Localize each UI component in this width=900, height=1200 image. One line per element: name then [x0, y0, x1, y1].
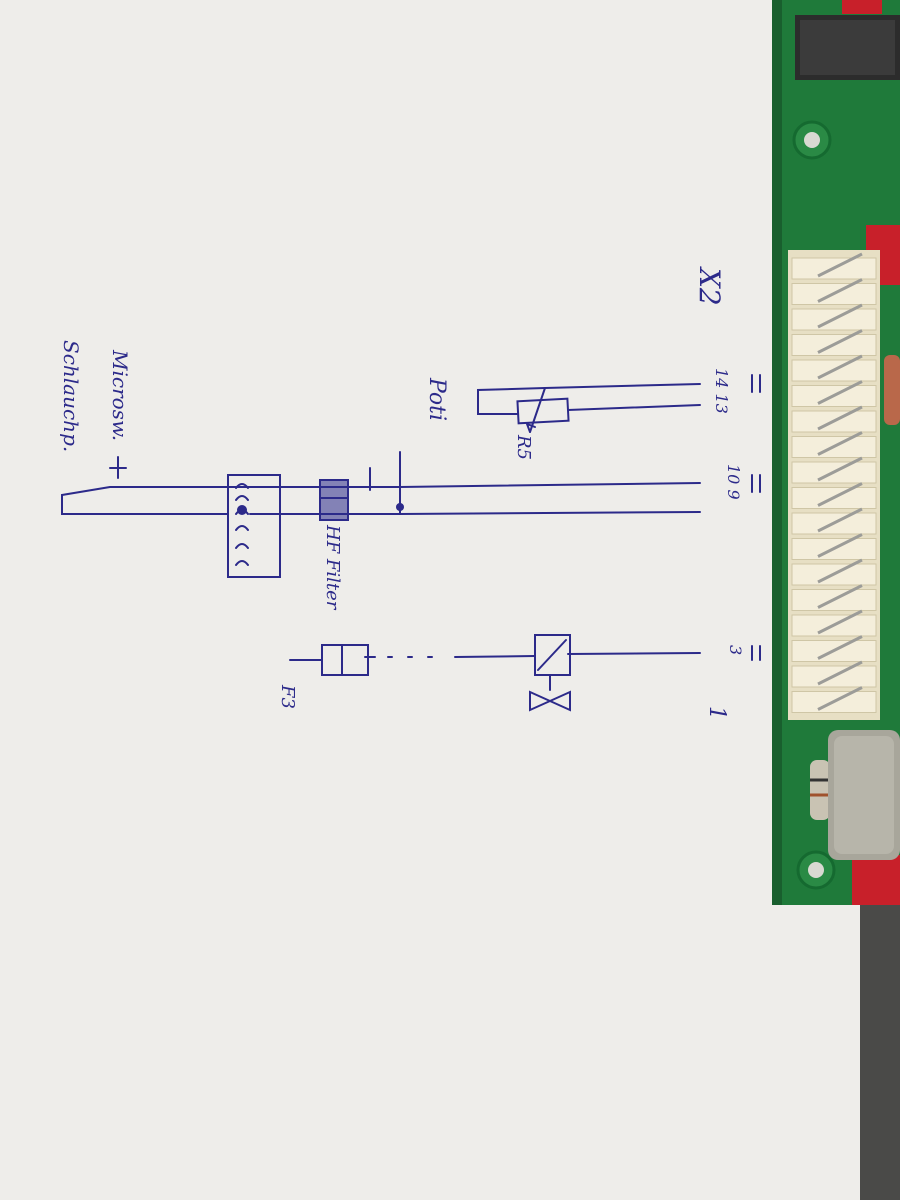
label-pins-mid: 10 9	[724, 464, 743, 500]
pin-lead	[817, 584, 863, 609]
pin-lead	[817, 635, 863, 660]
pin-lead	[817, 329, 863, 354]
pin-lead	[817, 431, 863, 456]
pin-lead	[817, 533, 863, 558]
pin-lead	[817, 558, 863, 584]
schematic-labels: X2 14 13 10 9 3 1 R5 Poti HF Filter F3 M…	[59, 266, 745, 720]
pin-lead	[817, 303, 863, 329]
label-pins-top: 14 13	[712, 368, 731, 414]
label-pin-3: 3	[726, 645, 745, 655]
pin-lead	[817, 252, 863, 278]
hf-filter	[319, 479, 349, 521]
edge-connector	[788, 250, 880, 720]
schematic-drawing	[61, 374, 761, 712]
pin-lead	[817, 380, 863, 405]
pin-lead	[817, 507, 863, 533]
label-connector: X2	[693, 266, 726, 306]
pin-lead	[817, 686, 863, 711]
label-micro-line2: Schlauchp.	[59, 340, 83, 452]
wire-pin-3	[567, 652, 701, 655]
pin-lead	[817, 278, 863, 303]
pin-lead	[817, 405, 863, 431]
poti-wire-top	[477, 383, 701, 415]
r5-potentiometer	[516, 397, 570, 425]
circuit-board	[772, 0, 900, 905]
label-hf-filter: HF Filter	[322, 524, 343, 611]
label-micro-line1: Microsw.	[108, 349, 132, 441]
pin-lead	[817, 482, 863, 507]
poti-wire-bottom	[567, 404, 701, 411]
label-r5: R5	[513, 434, 534, 460]
label-pin-1: 1	[704, 706, 729, 720]
microswitch-box	[227, 474, 281, 578]
valve-symbol	[529, 674, 571, 712]
label-fuse: F3	[277, 684, 298, 709]
microswitch-symbol	[61, 456, 229, 515]
pin-lead	[817, 609, 863, 635]
pin-lead	[817, 354, 863, 380]
pin-lead	[817, 456, 863, 482]
pin-lead	[817, 660, 863, 686]
paper-sheet	[0, 0, 860, 1200]
label-poti: Poti	[424, 377, 449, 421]
